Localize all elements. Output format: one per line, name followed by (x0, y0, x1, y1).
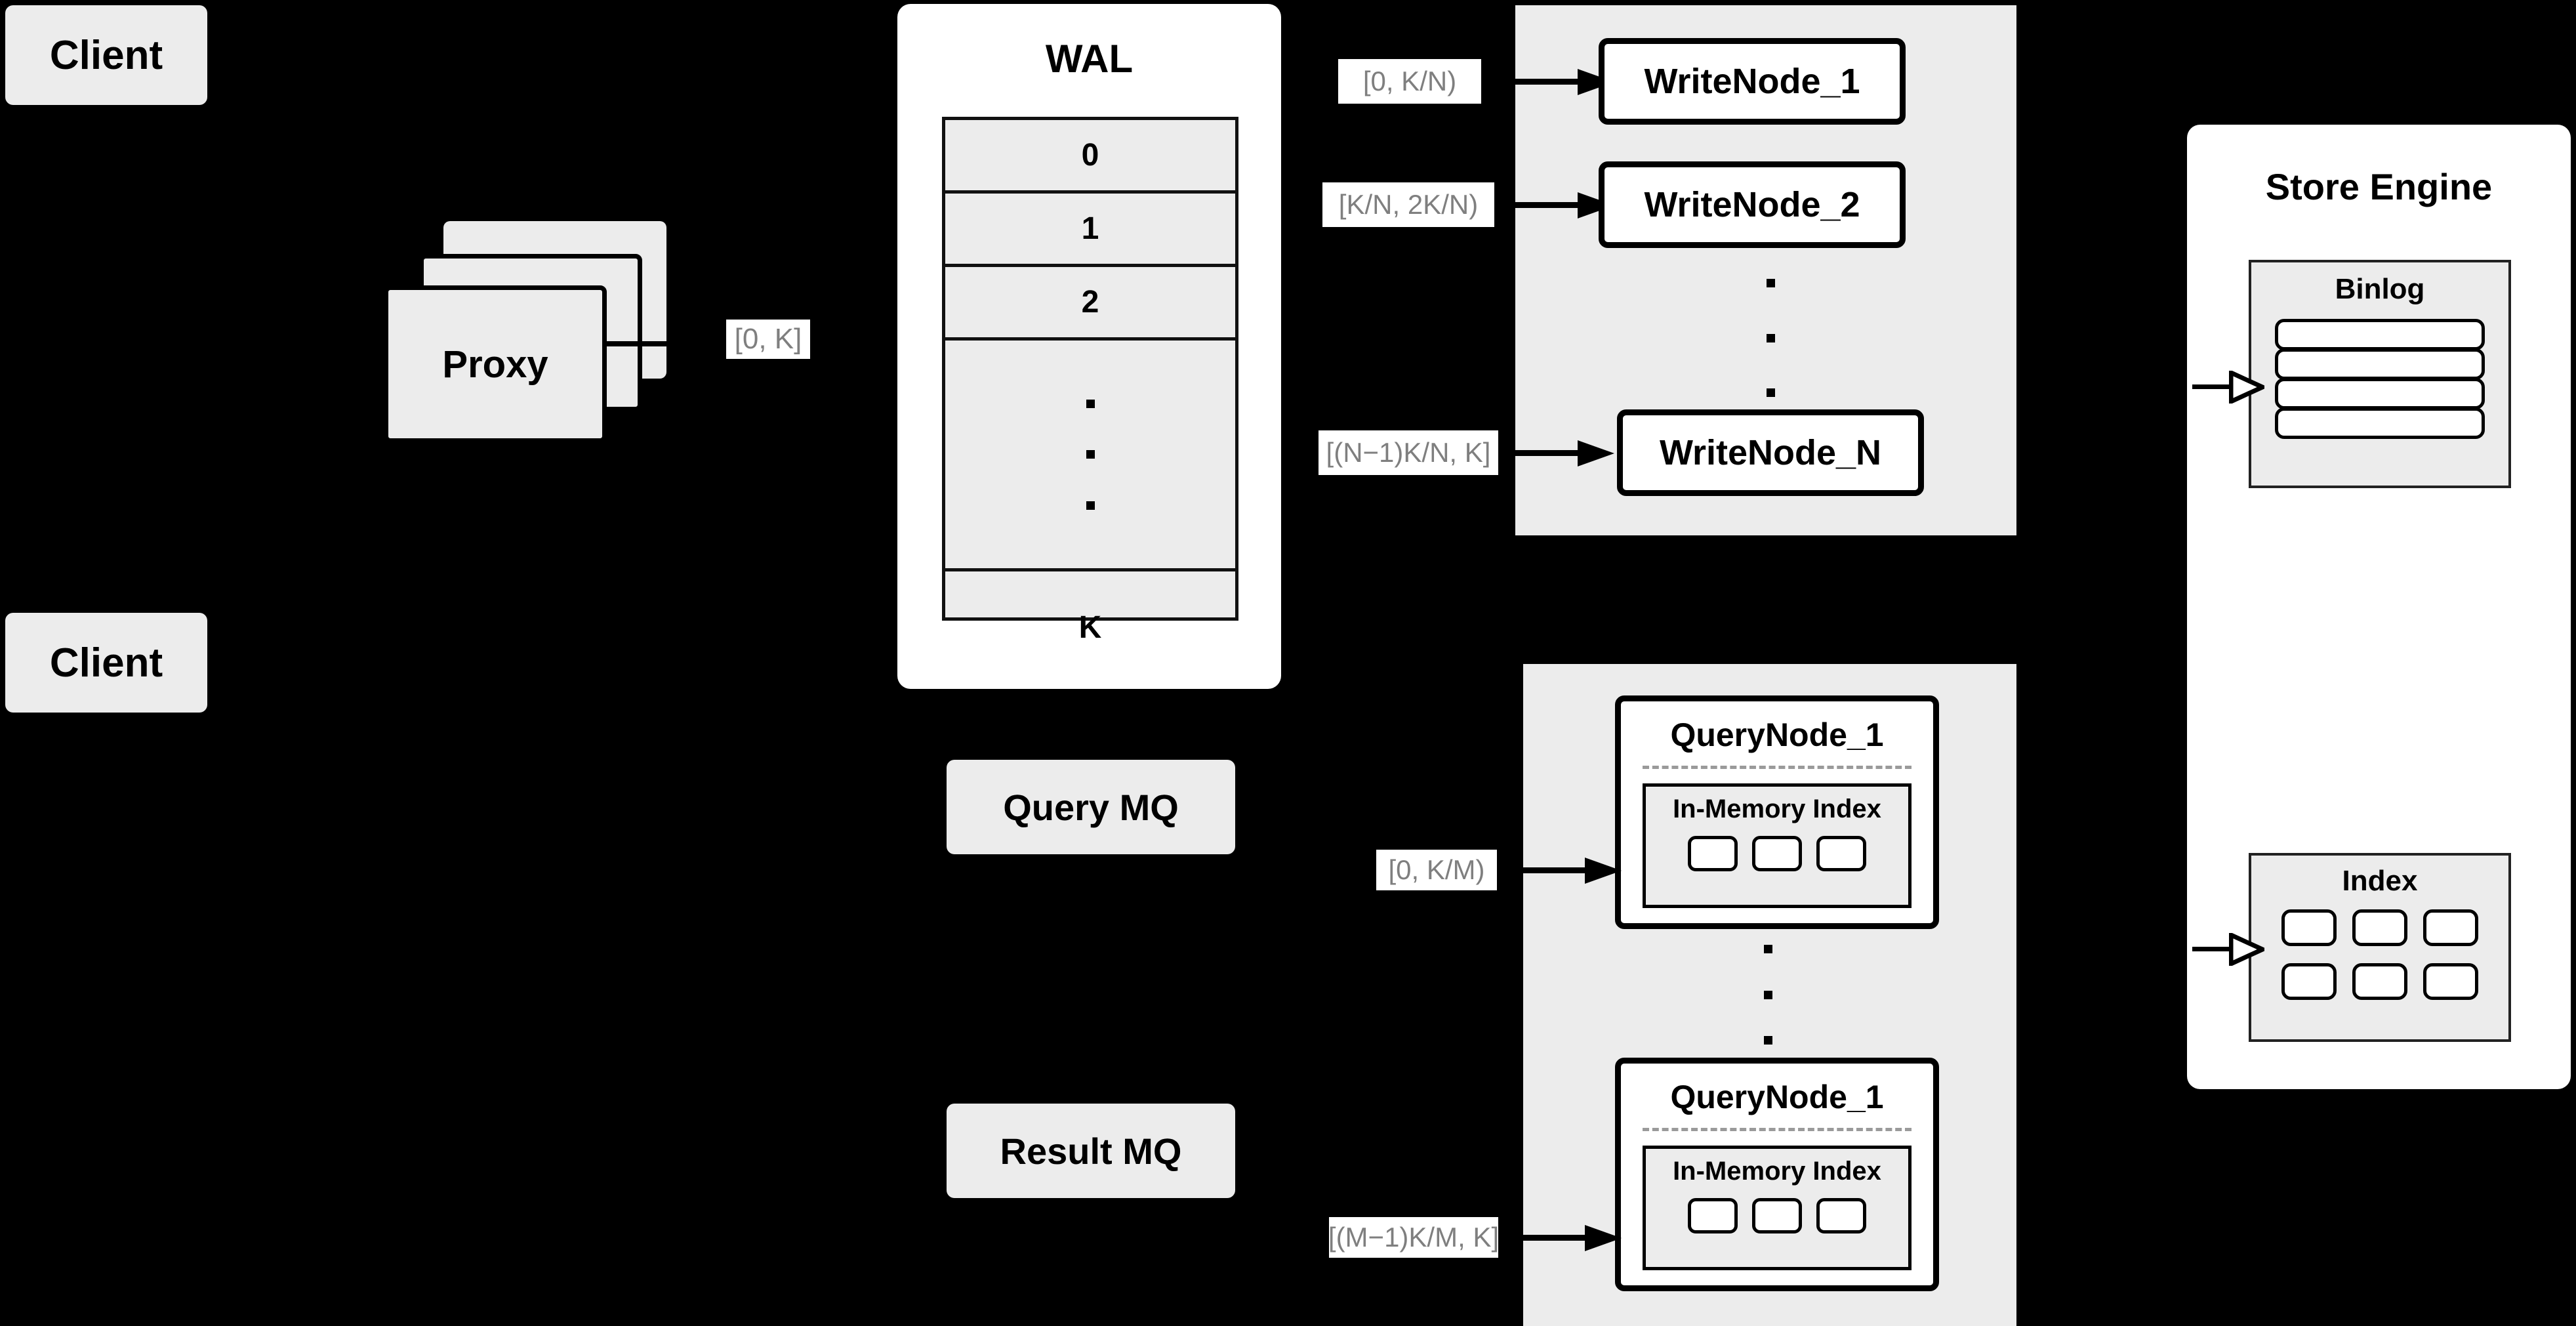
in-memory-index-panel-2: In-Memory Index (1643, 1146, 1912, 1270)
result-mq-label: Result MQ (1000, 1130, 1182, 1172)
query-arrow-line-2 (1501, 1235, 1591, 1241)
write-node-label-n: WriteNode_N (1659, 433, 1882, 472)
write-node-label-1: WriteNode_1 (1644, 62, 1860, 101)
query-arrow-head-1 (1585, 858, 1622, 884)
in-memory-index-cell[interactable] (1687, 836, 1738, 871)
query-range-text-2: [(M−1)K/M, K] (1328, 1222, 1500, 1253)
write-node-card-2[interactable]: WriteNode_2 (1599, 161, 1906, 248)
wal-cell-k[interactable]: K (1078, 610, 1102, 645)
client-label-1: Client (49, 32, 163, 78)
binlog-row[interactable] (2275, 407, 2485, 439)
query-arrow-head-2 (1585, 1225, 1622, 1251)
wal-cell-2[interactable]: 2 (945, 267, 1235, 341)
write-arrow-head-1 (1578, 69, 1614, 95)
index-cell[interactable] (2423, 963, 2478, 1000)
write-range-label-n: [(N−1)K/N, K] (1319, 430, 1498, 475)
proxy-label: Proxy (442, 342, 548, 386)
index-cell[interactable] (2352, 909, 2407, 946)
client-box-2[interactable]: Client (5, 613, 207, 713)
client-label-2: Client (49, 640, 163, 686)
write-range-text-n: [(N−1)K/N, K] (1326, 437, 1491, 468)
query-node-divider-2 (1643, 1128, 1912, 1131)
write-arrow-line-n (1502, 450, 1584, 456)
binlog-arrow-line (2192, 384, 2237, 389)
binlog-arrow-head (2229, 371, 2264, 404)
binlog-row[interactable] (2275, 319, 2485, 350)
query-range-text-1: [0, K/M) (1388, 854, 1485, 885)
query-node-card-1[interactable]: QueryNode_1 In-Memory Index (1615, 695, 1939, 929)
query-arrow-line-1 (1501, 867, 1591, 873)
query-mq-label: Query MQ (1003, 786, 1179, 828)
wal-cell-ellipsis (945, 341, 1235, 571)
store-engine-title: Store Engine (2265, 166, 2493, 207)
write-node-card-n[interactable]: WriteNode_N (1617, 409, 1924, 496)
index-section: Index (2249, 853, 2511, 1042)
in-memory-index-cell[interactable] (1751, 1198, 1802, 1233)
index-cell[interactable] (2352, 963, 2407, 1000)
write-range-label-1: [0, K/N) (1338, 59, 1481, 104)
proxy-card-front[interactable]: Proxy (384, 285, 607, 443)
proxy-wal-connector (607, 341, 669, 346)
query-node-ellipsis (1763, 945, 1772, 1045)
binlog-row[interactable] (2275, 378, 2485, 409)
query-node-divider-1 (1643, 766, 1912, 769)
query-node-title-2: QueryNode_1 (1670, 1079, 1884, 1115)
index-arrow-line (2192, 947, 2237, 951)
wal-cell-1[interactable]: 1 (945, 194, 1235, 267)
write-arrow-head-2 (1578, 192, 1614, 218)
binlog-section: Binlog (2249, 260, 2511, 488)
in-memory-index-cell[interactable] (1751, 836, 1802, 871)
write-arrow-line-1 (1492, 79, 1584, 85)
write-node-label-2: WriteNode_2 (1644, 185, 1860, 224)
index-title: Index (2342, 865, 2418, 897)
in-memory-index-cell[interactable] (1816, 836, 1866, 871)
in-memory-index-title-2: In-Memory Index (1673, 1157, 1881, 1186)
write-arrow-head-n (1578, 440, 1614, 466)
binlog-row[interactable] (2275, 348, 2485, 380)
write-range-label-2: [K/N, 2K/N) (1322, 182, 1494, 227)
wal-cell-0[interactable]: 0 (945, 120, 1235, 194)
write-range-text-1: [0, K/N) (1362, 66, 1457, 96)
index-cell[interactable] (2281, 909, 2337, 946)
query-node-card-2[interactable]: QueryNode_1 In-Memory Index (1615, 1058, 1939, 1291)
proxy-range-label: [0, K] (726, 320, 810, 359)
proxy-range-text: [0, K] (734, 323, 802, 355)
wal-title: WAL (1045, 37, 1134, 81)
client-box-1[interactable]: Client (5, 5, 207, 105)
binlog-title: Binlog (2335, 273, 2425, 305)
write-range-text-2: [K/N, 2K/N) (1338, 189, 1479, 220)
query-node-title-1: QueryNode_1 (1670, 716, 1884, 753)
write-arrow-line-2 (1499, 202, 1584, 208)
query-range-label-2: [(M−1)K/M, K] (1328, 1217, 1500, 1258)
in-memory-index-cell[interactable] (1816, 1198, 1866, 1233)
in-memory-index-panel-1: In-Memory Index (1643, 783, 1912, 908)
index-arrow-head (2229, 933, 2264, 966)
result-mq-box[interactable]: Result MQ (947, 1104, 1235, 1198)
write-node-card-1[interactable]: WriteNode_1 (1599, 38, 1906, 125)
index-cell[interactable] (2281, 963, 2337, 1000)
in-memory-index-title-1: In-Memory Index (1673, 795, 1881, 823)
in-memory-index-cell[interactable] (1687, 1198, 1738, 1233)
query-range-label-1: [0, K/M) (1376, 850, 1497, 890)
wal-entry-list: 0 1 2 K (942, 117, 1238, 645)
write-node-ellipsis (1766, 279, 1775, 397)
query-mq-box[interactable]: Query MQ (947, 760, 1235, 854)
index-cell[interactable] (2423, 909, 2478, 946)
